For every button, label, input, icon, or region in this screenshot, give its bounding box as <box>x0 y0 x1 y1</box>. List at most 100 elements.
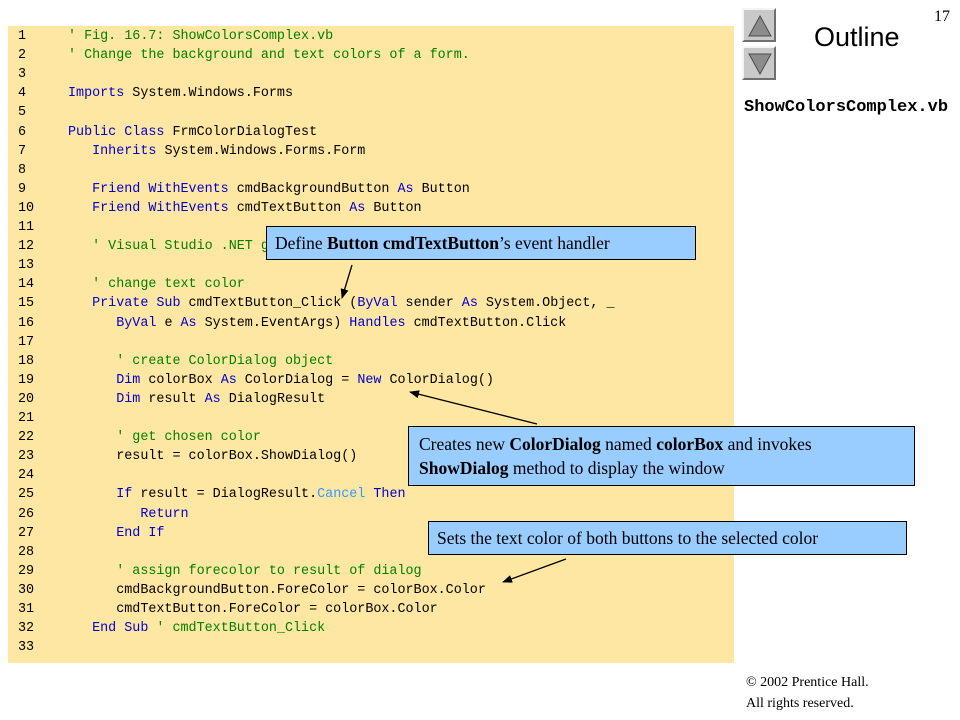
next-slide-button[interactable] <box>742 46 776 80</box>
code-token: e <box>156 315 181 331</box>
callout-color-dialog: Creates new ColorDialog named colorBox a… <box>408 426 915 486</box>
callout-text: method to display the window <box>508 458 725 478</box>
line-number: 25 <box>18 487 35 503</box>
callout-text: ShowDialog <box>419 458 509 478</box>
code-token: ColorDialog() <box>381 372 494 388</box>
callout-text: colorBox <box>656 434 724 454</box>
code-text: Inherits System.Windows.Forms.Form <box>68 142 365 161</box>
code-token: Imports <box>68 86 125 102</box>
code-token: ByVal <box>116 315 157 331</box>
code-text: Friend WithEvents cmdTextButton As Butto… <box>68 199 422 218</box>
code-text: ' Change the background and text colors … <box>68 46 470 65</box>
line-number: 28 <box>18 544 35 560</box>
code-text: Dim result As DialogResult <box>68 390 325 409</box>
code-text: ' change text color <box>68 275 245 294</box>
line-number: 26 <box>18 506 35 522</box>
code-token: Public Class <box>68 124 165 140</box>
copyright: © 2002 Prentice Hall. All rights reserve… <box>746 672 869 714</box>
code-token: ' Change the background and text colors … <box>68 48 470 64</box>
line-number: 29 <box>18 563 35 579</box>
code-token: Friend WithEvents <box>92 200 229 216</box>
line-number: 7 <box>18 143 27 159</box>
code-token: DialogResult <box>220 391 326 407</box>
line-number: 33 <box>18 640 35 656</box>
line-number: 23 <box>18 449 35 465</box>
code-token: Dim <box>116 372 141 388</box>
code-text: End If <box>68 524 164 543</box>
copyright-line-1: © 2002 Prentice Hall. <box>746 675 869 690</box>
code-token: System.Windows.Forms <box>124 86 293 102</box>
line-number: 9 <box>18 181 27 197</box>
line-number: 16 <box>18 315 35 331</box>
callout-text: Sets the text color of both buttons to t… <box>437 528 819 548</box>
code-token: ' get chosen color <box>68 430 261 446</box>
code-text: ' assign forecolor to result of dialog <box>68 562 422 581</box>
code-token: ColorDialog = <box>236 372 358 388</box>
code-token: As <box>220 372 237 388</box>
callout-text: named <box>600 434 657 454</box>
callout-text: ColorDialog <box>509 434 601 454</box>
code-token: colorBox <box>140 372 221 388</box>
code-text: result = colorBox.ShowDialog() <box>68 447 357 466</box>
code-token: cmdTextButton.ForeColor = colorBox.Color <box>68 602 438 617</box>
line-number: 2 <box>18 48 27 64</box>
code-text: Dim colorBox As ColorDialog = New ColorD… <box>68 371 494 390</box>
line-number: 17 <box>18 334 35 350</box>
code-token: System.Windows.Forms.Form <box>156 143 366 159</box>
code-token: ' Fig. 16.7: ShowColorsComplex.vb <box>68 29 334 44</box>
copyright-line-2: All rights reserved. <box>746 696 854 711</box>
code-token: As <box>180 315 197 331</box>
arrow-color-dialog <box>409 390 538 425</box>
code-token: Friend WithEvents <box>92 181 229 197</box>
code-text: Friend WithEvents cmdBackgroundButton As… <box>68 180 470 199</box>
code-token: End If <box>116 525 165 541</box>
line-number: 14 <box>18 277 35 293</box>
code-text: If result = DialogResult.Cancel Then <box>68 485 405 504</box>
code-token: ' assign forecolor to result of dialog <box>68 563 422 579</box>
line-number: 27 <box>18 525 35 541</box>
code-token: Inherits <box>92 143 157 159</box>
code-text: Private Sub cmdTextButton_Click (ByVal s… <box>68 294 614 313</box>
code-token: End Sub <box>92 621 149 637</box>
code-text: ByVal e As System.EventArgs) Handles cmd… <box>68 314 566 333</box>
code-token: cmdTextButton <box>228 200 350 216</box>
code-text: cmdBackgroundButton.ForeColor = colorBox… <box>68 581 486 600</box>
line-number: 13 <box>18 258 35 274</box>
arrow-set-text-color <box>502 558 567 583</box>
callout-text: Define <box>275 233 327 253</box>
code-token: System.EventArgs) <box>196 315 350 331</box>
code-token: If <box>116 487 133 503</box>
code-text: cmdTextButton.ForeColor = colorBox.Color <box>68 600 438 619</box>
code-token: Return <box>140 506 189 522</box>
code-token: Cancel <box>317 487 366 503</box>
previous-slide-button[interactable] <box>742 8 776 42</box>
line-number: 32 <box>18 621 35 637</box>
line-number: 31 <box>18 602 35 617</box>
line-number: 24 <box>18 468 35 484</box>
arrow-event-handler <box>340 264 353 299</box>
code-token: result = DialogResult. <box>132 487 318 503</box>
code-token: ' change text color <box>68 277 245 293</box>
line-number: 1 <box>18 29 27 44</box>
code-token: As <box>349 200 366 216</box>
line-number: 30 <box>18 582 35 598</box>
code-token: Dim <box>116 391 141 407</box>
callout-text: Creates new <box>419 434 510 454</box>
code-token: Private Sub <box>92 296 181 312</box>
code-token: Button <box>365 200 422 216</box>
code-token: cmdBackgroundButton.ForeColor = colorBox… <box>68 582 486 598</box>
code-token: System.Object, _ <box>477 296 615 312</box>
line-number: 6 <box>18 124 27 140</box>
code-token: cmdBackgroundButton <box>228 181 398 197</box>
code-text: Public Class FrmColorDialogTest <box>68 123 317 142</box>
line-number: 21 <box>18 411 35 426</box>
code-token: New <box>357 372 382 388</box>
code-text: End Sub ' cmdTextButton_Click <box>68 619 325 638</box>
code-token: ' create ColorDialog object <box>68 353 334 369</box>
line-number: 22 <box>18 430 35 446</box>
line-number: 10 <box>18 200 35 216</box>
line-number: 12 <box>18 239 35 255</box>
triangle-up-icon <box>748 14 772 37</box>
line-number: 3 <box>18 67 27 83</box>
